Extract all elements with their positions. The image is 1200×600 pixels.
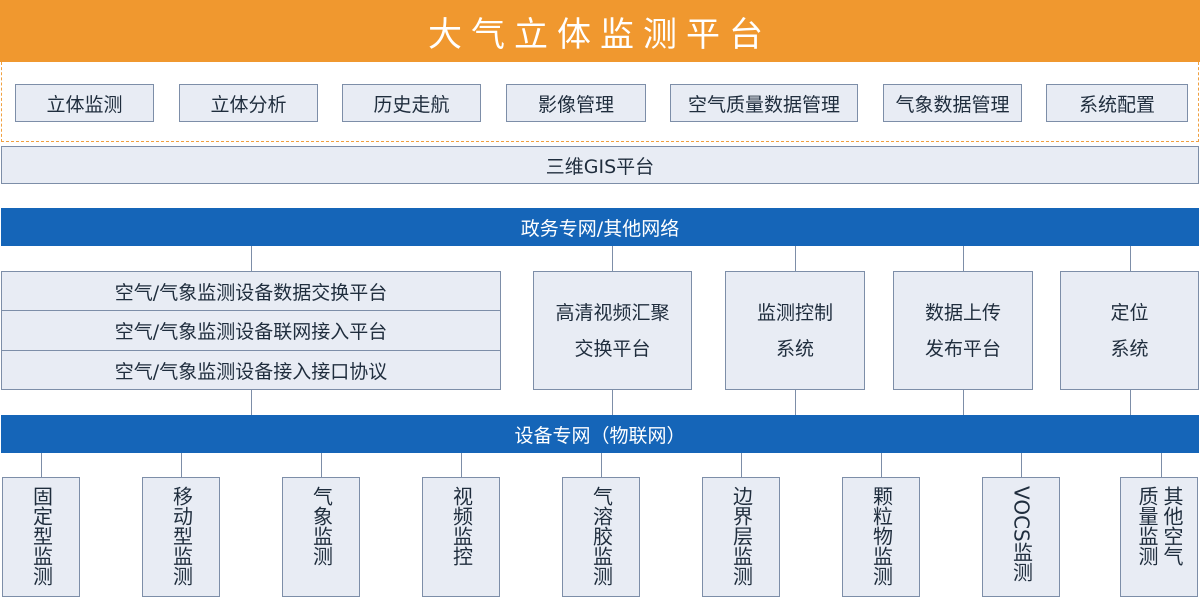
device-particulate-monitoring[interactable]: 颗粒物监测 <box>842 477 920 597</box>
device-label: 边界层监测 <box>729 486 754 586</box>
device-fixed-monitoring[interactable]: 固定型监测 <box>2 477 80 597</box>
application-layer-frame <box>1 62 1199 142</box>
connector-line <box>251 390 252 415</box>
connector-line <box>181 453 182 477</box>
connector-line <box>1161 453 1162 477</box>
service-label-line: 高清视频汇聚 <box>555 301 670 324</box>
connector-line <box>963 390 964 415</box>
connector-line <box>1021 453 1022 477</box>
device-network-bar: 设备专网（物联网） <box>1 415 1199 453</box>
video-aggregation-box[interactable]: 高清视频汇聚 交换平台 <box>533 271 692 390</box>
connector-line <box>741 453 742 477</box>
connector-line <box>881 453 882 477</box>
app-box-system-config[interactable]: 系统配置 <box>1046 84 1188 122</box>
connector-line <box>795 246 796 271</box>
device-label: 质量监测 <box>1135 486 1159 566</box>
device-label-stack: 其他空气 质量监测 <box>1135 486 1184 566</box>
service-label-line: 发布平台 <box>924 337 1001 360</box>
device-vocs-monitoring[interactable]: VOCS监测 <box>982 477 1060 597</box>
connector-line <box>963 246 964 271</box>
app-box-air-quality-data[interactable]: 空气质量数据管理 <box>670 84 858 122</box>
connector-line <box>321 453 322 477</box>
device-label: 视频监控 <box>449 486 474 566</box>
connector-line <box>461 453 462 477</box>
device-weather-monitoring[interactable]: 气象监测 <box>282 477 360 597</box>
app-box-weather-data[interactable]: 气象数据管理 <box>883 84 1022 122</box>
connector-line <box>795 390 796 415</box>
connector-line <box>612 390 613 415</box>
app-box-history-route[interactable]: 历史走航 <box>342 84 481 122</box>
exchange-platform-box[interactable]: 空气/气象监测设备数据交换平台 <box>1 271 501 311</box>
service-label-line: 系统 <box>775 337 814 360</box>
platform-title: 大气立体监测平台 <box>0 0 1200 62</box>
app-box-image-management[interactable]: 影像管理 <box>506 84 646 122</box>
monitoring-control-box[interactable]: 监测控制 系统 <box>725 271 865 390</box>
service-label-line: 定位 <box>1110 301 1149 324</box>
service-label-line: 监测控制 <box>756 301 833 324</box>
app-box-stereo-analysis[interactable]: 立体分析 <box>179 84 318 122</box>
device-video-monitoring[interactable]: 视频监控 <box>422 477 500 597</box>
interface-protocol-box[interactable]: 空气/气象监测设备接入接口协议 <box>1 351 501 390</box>
device-label: 移动型监测 <box>169 486 194 586</box>
gis-platform-bar: 三维GIS平台 <box>1 146 1199 184</box>
device-boundary-layer-monitoring[interactable]: 边界层监测 <box>702 477 780 597</box>
data-upload-box[interactable]: 数据上传 发布平台 <box>893 271 1033 390</box>
device-label: 气象监测 <box>309 486 334 566</box>
app-box-stereo-monitoring[interactable]: 立体监测 <box>15 84 154 122</box>
device-other-air-quality-monitoring[interactable]: 其他空气 质量监测 <box>1120 477 1198 597</box>
service-label-line: 交换平台 <box>574 337 651 360</box>
device-label: 颗粒物监测 <box>869 486 894 586</box>
device-label: 其他空气 <box>1160 486 1184 566</box>
access-platform-box[interactable]: 空气/气象监测设备联网接入平台 <box>1 311 501 351</box>
device-label: 固定型监测 <box>29 486 54 586</box>
device-label: 气溶胶监测 <box>589 486 614 586</box>
device-aerosol-monitoring[interactable]: 气溶胶监测 <box>562 477 640 597</box>
connector-line <box>251 246 252 271</box>
gov-network-bar: 政务专网/其他网络 <box>1 208 1199 246</box>
device-label: VOCS监测 <box>1009 486 1034 582</box>
connector-line <box>612 246 613 271</box>
connector-line <box>1130 246 1131 271</box>
service-label-line: 系统 <box>1110 337 1149 360</box>
connector-line <box>601 453 602 477</box>
positioning-box[interactable]: 定位 系统 <box>1060 271 1199 390</box>
device-mobile-monitoring[interactable]: 移动型监测 <box>142 477 220 597</box>
connector-line <box>41 453 42 477</box>
connector-line <box>1130 390 1131 415</box>
service-label-line: 数据上传 <box>924 301 1001 324</box>
